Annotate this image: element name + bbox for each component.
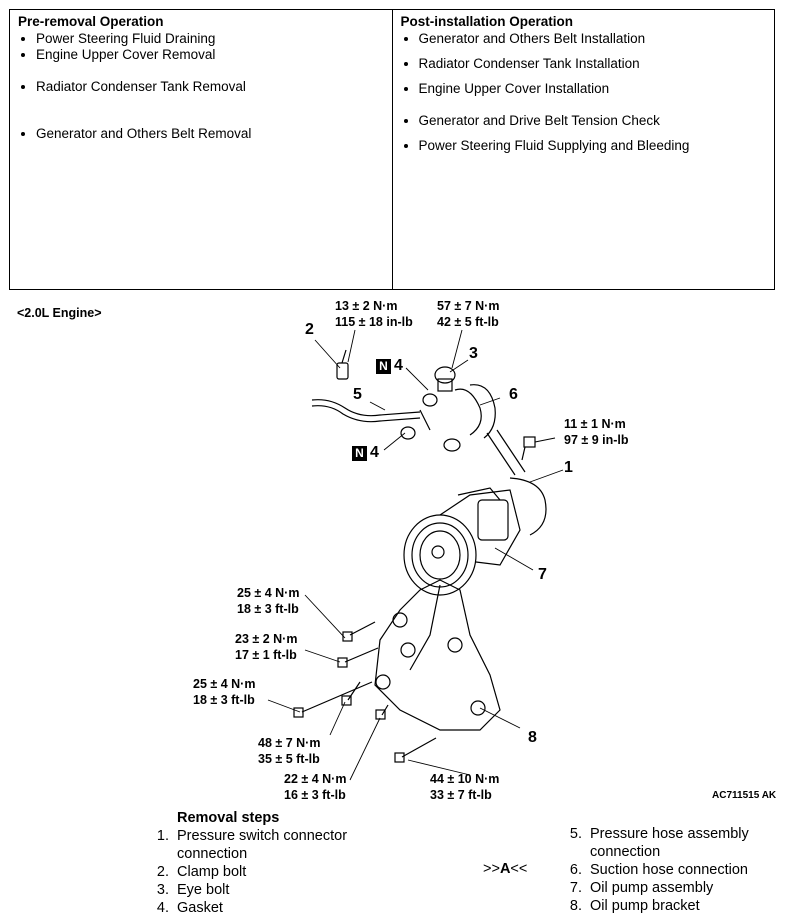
callout-1: 1 — [564, 459, 573, 476]
new-part-icon: N — [376, 359, 391, 374]
callout-5: 5 — [353, 386, 362, 403]
removal-step: 7.Oil pump assembly — [569, 880, 714, 896]
removal-step: 6.Suction hose connection — [569, 862, 748, 878]
post-installation-item: Generator and Others Belt Installation — [419, 31, 767, 47]
callout-7: 7 — [538, 566, 547, 583]
suction-hose-6 — [443, 384, 526, 476]
removal-step: 5.Pressure hose assembly connection — [569, 826, 749, 860]
pre-removal-title: Pre-removal Operation — [18, 14, 164, 29]
oil-pump-bracket-8 — [374, 579, 501, 731]
removal-steps-title: Removal steps — [177, 810, 280, 826]
bracket-bolts — [293, 621, 437, 763]
figure-code: AC711515 AK — [712, 790, 777, 801]
eye-bolt-3 — [434, 366, 456, 392]
removal-steps-left: Removal steps 1.Pressure switch connecto… — [145, 809, 367, 917]
callout-6: 6 — [509, 386, 518, 403]
removal-steps-right: 5.Pressure hose assembly connection 6.Su… — [558, 825, 780, 915]
post-installation-title: Post-installation Operation — [400, 14, 574, 29]
post-installation-column: Post-installation Operation Generator an… — [391, 10, 775, 289]
pressure-hose-5 — [311, 399, 431, 431]
post-installation-item: Radiator Condenser Tank Installation — [419, 56, 767, 72]
removal-step: 3.Eye bolt — [156, 882, 230, 898]
callout-8: 8 — [528, 729, 537, 746]
post-installation-item: Generator and Drive Belt Tension Check — [419, 113, 767, 129]
clamp-bolt-2 — [336, 349, 349, 380]
removal-step: 4.Gasket — [156, 900, 223, 916]
pre-removal-item: Radiator Condenser Tank Removal — [36, 79, 384, 95]
leader-lines — [267, 329, 564, 781]
removal-step: 1.Pressure switch connector connection — [156, 828, 348, 862]
pre-removal-item: Generator and Others Belt Removal — [36, 126, 384, 142]
operations-table: Pre-removal Operation Power Steering Flu… — [9, 9, 775, 290]
switch-connector-wire — [509, 477, 547, 536]
exploded-diagram — [267, 329, 564, 781]
callout-3: 3 — [469, 345, 478, 362]
post-installation-item: Engine Upper Cover Installation — [419, 81, 767, 97]
new-part-icon: N — [352, 446, 367, 461]
callout-2: 2 — [305, 321, 314, 338]
service-marker: >>A<< — [483, 861, 528, 877]
oil-pump-assembly-7 — [403, 487, 521, 596]
pressure-switch-bolt — [521, 436, 536, 461]
pre-removal-item: Engine Upper Cover Removal — [36, 47, 384, 63]
removal-step: 2.Clamp bolt — [156, 864, 247, 880]
gasket-lower — [400, 426, 416, 440]
gasket-upper — [422, 393, 438, 407]
post-installation-item: Power Steering Fluid Supplying and Bleed… — [419, 138, 767, 154]
pre-removal-column: Pre-removal Operation Power Steering Flu… — [10, 10, 392, 289]
removal-step: 8.Oil pump bracket — [569, 898, 700, 914]
engine-label: <2.0L Engine> — [17, 306, 102, 320]
pre-removal-item: Power Steering Fluid Draining — [36, 31, 384, 47]
